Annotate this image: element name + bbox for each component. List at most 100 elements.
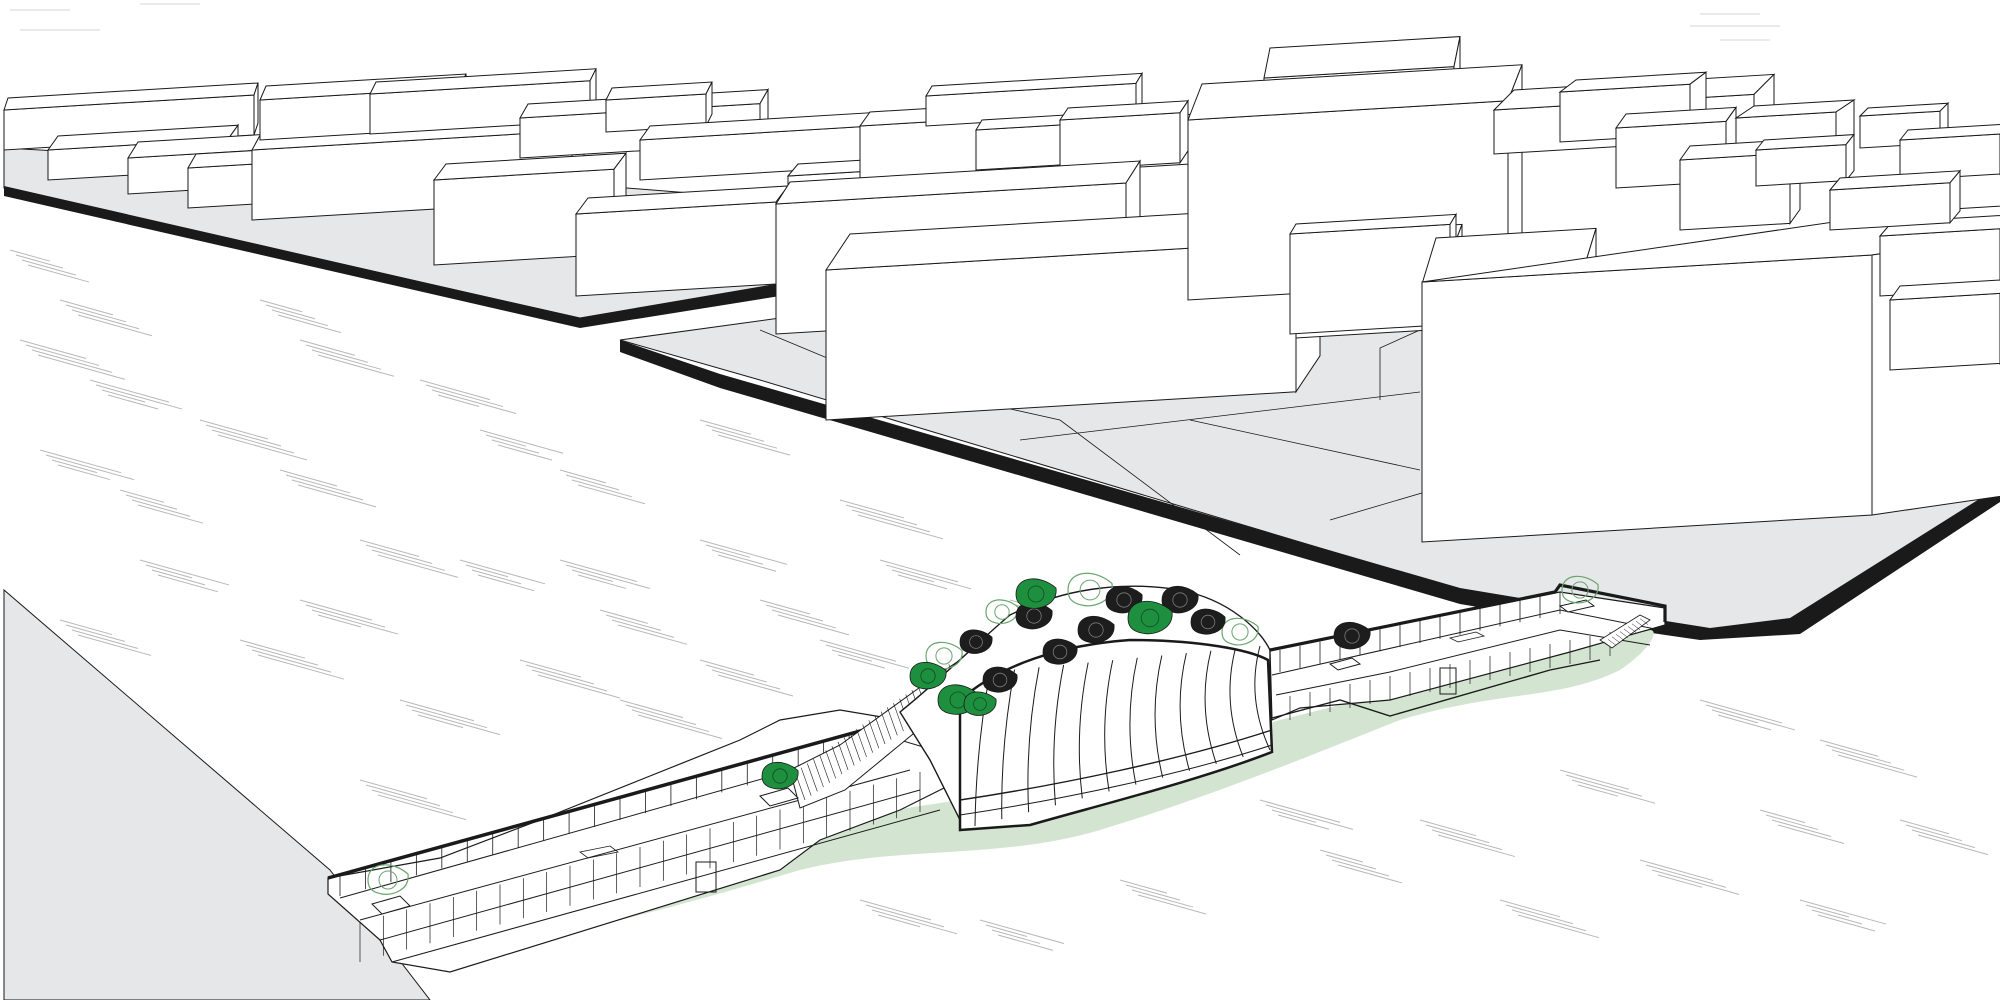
tree-canopy: [1127, 600, 1173, 635]
building-block: [605, 81, 713, 133]
tree-canopy-ring: [1027, 585, 1045, 603]
stair-tread: [800, 767, 812, 796]
building-side-face: [253, 82, 259, 136]
stair-tread: [1631, 623, 1641, 630]
tree-outline: [367, 864, 409, 895]
water-hatch-stroke: [251, 649, 332, 673]
stair-tread: [874, 715, 886, 745]
water-hatch-stroke: [711, 429, 778, 449]
water-hatch-stroke: [699, 659, 755, 676]
water-hatch-stroke: [637, 714, 723, 740]
water-hatch-stroke: [25, 344, 100, 366]
tree-canopy-ring: [994, 604, 1010, 620]
water-hatch-stroke: [1265, 804, 1354, 830]
water-hatch-stroke: [777, 614, 850, 636]
water-hatch-stroke: [101, 389, 146, 403]
building-front-face: [1829, 182, 1951, 231]
water-hatch-stroke: [371, 789, 454, 814]
water-hatch-stroke: [617, 624, 688, 645]
water-hatch-stroke: [705, 544, 751, 558]
water-hatch-stroke: [871, 909, 958, 935]
water-hatch-stroke: [45, 454, 135, 481]
water-hatch-stroke: [819, 639, 897, 662]
water-hatch-stroke: [717, 674, 794, 697]
water-hatch-stroke: [137, 504, 204, 524]
water-hatch-stroke: [851, 509, 931, 533]
right-steps: [1603, 618, 1649, 649]
water-hatch-stroke: [865, 904, 945, 928]
water-hatch-stroke: [571, 479, 633, 498]
water-hatch-stroke: [65, 624, 126, 643]
water-hatch-stroke: [21, 259, 77, 276]
tree-canopy: [761, 762, 799, 790]
tree-dark: [1333, 622, 1371, 650]
water-hatch-stroke: [151, 569, 206, 586]
building-block: [1828, 169, 1962, 231]
tree-dark: [1190, 608, 1226, 635]
tree-canopy-outline: [985, 599, 1019, 625]
water-hatch-stroke: [1657, 874, 1703, 888]
pavilion-band: [959, 744, 1273, 816]
water-hatch-stroke: [711, 669, 781, 690]
water-hatch-stroke: [131, 499, 191, 517]
vault-rib: [1154, 655, 1164, 778]
pier-door: [1439, 667, 1457, 695]
water-hatch-stroke: [1905, 824, 1963, 842]
tree-canopy-outline: [367, 864, 409, 895]
water-hatch-stroke: [765, 604, 824, 622]
water-hatch-stroke: [377, 554, 459, 578]
water-hatch-stroke: [565, 474, 620, 491]
planter-box: [1558, 599, 1596, 613]
building-front-face: [1889, 292, 2000, 371]
water-hatch-stroke: [537, 674, 621, 699]
tree-green: [1015, 578, 1057, 609]
water-hatch-stroke: [77, 314, 153, 337]
water-hatch-stroke: [399, 699, 475, 722]
stair-tread: [880, 711, 892, 740]
water-hatch-stroke: [1699, 699, 1783, 724]
water-hatch-stroke: [1805, 904, 1850, 918]
water-hatch-stroke: [825, 644, 910, 669]
water-hatch-stroke: [145, 564, 193, 579]
deck-hatch: [1448, 631, 1486, 643]
vault-rib: [1027, 667, 1040, 813]
building-side-face: [1949, 169, 1961, 225]
stair-tread: [1615, 634, 1625, 641]
water-hatch-stroke: [1125, 884, 1181, 901]
tree-dark: [959, 629, 993, 654]
water-hatch-stroke: [1431, 829, 1503, 851]
water-hatch-stroke: [1765, 814, 1819, 831]
water-hatch-stroke: [571, 569, 614, 582]
vault-rib: [1229, 648, 1244, 758]
city-buildings: [3, 36, 2000, 543]
ground-line: [1189, 419, 1421, 471]
tree-canopy-ring: [1079, 579, 1101, 601]
water-hatch-stroke: [245, 644, 319, 666]
water-hatch-stroke: [437, 394, 480, 407]
water-hatch-stroke: [311, 349, 382, 370]
vault-rib: [1104, 660, 1114, 792]
water-hatch-stroke: [611, 619, 675, 638]
water-hatch-stroke: [1131, 889, 1194, 908]
tree-canopy-ring: [973, 697, 987, 711]
water-hatch-stroke: [599, 609, 649, 624]
stair-tread: [856, 728, 867, 758]
tree-canopy-ring: [1140, 608, 1160, 628]
water-hatch-stroke: [77, 634, 152, 656]
water-hatch-stroke: [95, 384, 183, 410]
water-hatch-stroke: [205, 424, 282, 447]
water-hatch-stroke: [359, 539, 420, 558]
water-hatch-stroke: [411, 709, 501, 736]
tree-canopy: [1042, 638, 1078, 665]
water-hatch-stroke: [897, 574, 948, 590]
water-hatch-stroke: [531, 669, 608, 692]
water-hatch-stroke: [71, 309, 140, 330]
water-hatch-stroke: [27, 264, 90, 283]
pier-right-wing-outline: [1269, 583, 1667, 652]
water-hatch-stroke: [699, 539, 788, 565]
water-hatch-stroke: [1705, 704, 1796, 731]
water-hatch-stroke: [1759, 809, 1806, 824]
stair-tread: [1627, 626, 1637, 633]
tree-canopy-ring: [772, 768, 788, 784]
tree-canopy-ring: [935, 647, 953, 665]
